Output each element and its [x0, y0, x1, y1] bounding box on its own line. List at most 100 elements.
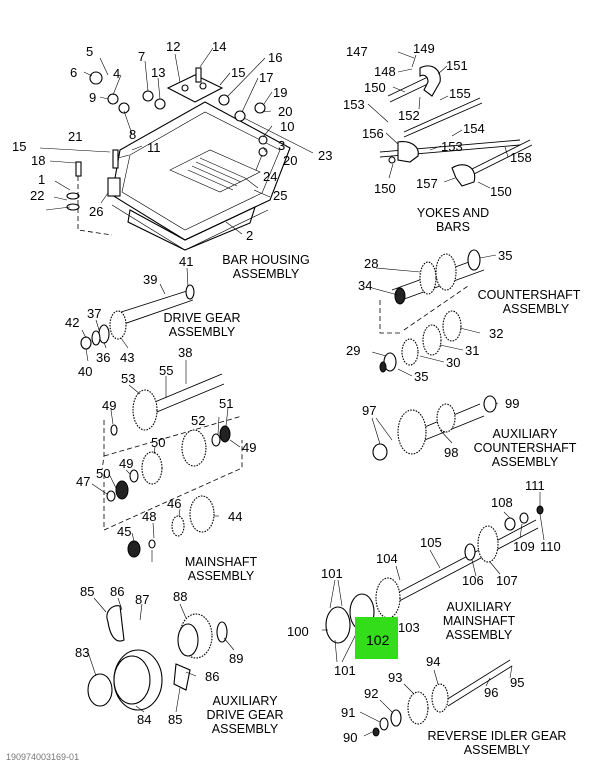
part-label: 37: [87, 306, 101, 321]
part-label: 29: [346, 343, 360, 358]
mainshaft-drawing: [91, 360, 243, 562]
part-label: 154: [463, 121, 485, 136]
part-label: 15: [231, 65, 245, 80]
drive-gear-drawing: [80, 267, 195, 362]
part-label: 21: [68, 129, 82, 144]
part-label: 111: [525, 478, 545, 493]
part-label: 10: [280, 119, 294, 134]
assembly-title-yokes: BARS: [436, 220, 470, 234]
part-label: 17: [259, 70, 273, 85]
part-label: 47: [76, 474, 90, 489]
assembly-title-drive-gear: ASSEMBLY: [169, 325, 236, 339]
part-label: 35: [414, 369, 428, 384]
part-number-labels: 5 6 4 7 13 12 14 15 16 17 9 19 20 10 8 3…: [12, 39, 561, 745]
part-label: 101: [334, 663, 356, 678]
part-label: 11: [147, 140, 161, 155]
part-label: 24: [263, 169, 277, 184]
part-label: 91: [341, 705, 355, 720]
assembly-title-aux-countershaft: COUNTERSHAFT: [474, 441, 577, 455]
part-label: 49: [102, 398, 116, 413]
part-label: 23: [318, 148, 332, 163]
part-label: 104: [376, 551, 398, 566]
part-label: 108: [491, 495, 513, 510]
part-label: 16: [268, 50, 282, 65]
assembly-title-aux-mainshaft: AUXILIARY: [446, 600, 512, 614]
part-label: 51: [219, 396, 233, 411]
part-label: 13: [151, 65, 165, 80]
part-label: 153: [343, 97, 365, 112]
part-label: 100: [287, 624, 309, 639]
highlighted-part-label: 102: [366, 632, 390, 648]
part-label: 89: [229, 651, 243, 666]
part-label: 40: [78, 364, 92, 379]
assembly-title-aux-drive-gear: AUXILIARY: [212, 694, 278, 708]
assembly-title-drive-gear: DRIVE GEAR: [163, 311, 240, 325]
part-label: 38: [178, 345, 192, 360]
part-label: 18: [31, 153, 45, 168]
part-label: 20: [278, 104, 292, 119]
part-label: 110: [540, 539, 561, 554]
part-label: 39: [143, 272, 157, 287]
part-label: 48: [142, 509, 156, 524]
assembly-title-aux-drive-gear: DRIVE GEAR: [206, 708, 283, 722]
part-label: 44: [228, 509, 242, 524]
assembly-title-bar-housing: ASSEMBLY: [233, 267, 300, 281]
part-label: 153: [441, 139, 463, 154]
part-label: 30: [446, 355, 460, 370]
part-label: 149: [413, 41, 435, 56]
assembly-title-countershaft: COUNTERSHAFT: [478, 288, 581, 302]
part-label: 148: [374, 64, 396, 79]
part-label: 49: [119, 456, 133, 471]
assembly-title-reverse-idler: REVERSE IDLER GEAR: [428, 729, 567, 743]
part-label: 157: [416, 176, 438, 191]
part-label: 15: [12, 139, 26, 154]
part-label: 94: [426, 654, 440, 669]
countershaft-drawing: [371, 249, 497, 377]
part-label: 20: [283, 153, 297, 168]
part-label: 109: [513, 539, 535, 554]
assembly-title-bar-housing: BAR HOUSING: [222, 253, 310, 267]
part-label: 52: [191, 413, 205, 428]
part-label: 3: [278, 138, 285, 153]
part-label: 88: [173, 589, 187, 604]
assembly-titles: BAR HOUSING ASSEMBLY YOKES AND BARS DRIV…: [163, 206, 580, 757]
part-label: 7: [138, 49, 145, 64]
footer-id: 190974003169-01: [6, 752, 79, 761]
part-label: 86: [110, 584, 124, 599]
part-label: 46: [167, 496, 181, 511]
part-label: 9: [89, 90, 96, 105]
part-label: 25: [273, 188, 287, 203]
part-label: 50: [96, 466, 110, 481]
part-label: 1: [38, 172, 45, 187]
part-label: 8: [129, 127, 136, 142]
part-label: 92: [364, 686, 378, 701]
part-label: 150: [364, 80, 386, 95]
part-label: 34: [358, 278, 372, 293]
part-label: 147: [346, 44, 368, 59]
part-label: 32: [489, 326, 503, 341]
part-label: 87: [135, 592, 149, 607]
part-label: 99: [505, 396, 519, 411]
part-label: 90: [343, 730, 357, 745]
part-label: 28: [364, 256, 378, 271]
part-label: 155: [449, 86, 471, 101]
part-label: 42: [65, 315, 79, 330]
assembly-title-reverse-idler: ASSEMBLY: [464, 743, 531, 757]
part-label: 5: [86, 44, 93, 59]
part-label: 101: [321, 566, 343, 581]
assembly-title-aux-drive-gear: ASSEMBLY: [212, 722, 279, 736]
part-label: 105: [420, 535, 442, 550]
part-label: 50: [151, 435, 165, 450]
part-label: 156: [362, 126, 384, 141]
highlight-box-102: [355, 617, 398, 659]
part-label: 103: [398, 620, 420, 635]
bar-housing-drawing: [39, 47, 314, 251]
part-label: 35: [498, 248, 512, 263]
part-label: 26: [89, 204, 103, 219]
assembly-title-aux-countershaft: ASSEMBLY: [492, 455, 559, 469]
part-label: 14: [212, 39, 226, 54]
assembly-title-aux-countershaft: AUXILIARY: [492, 427, 558, 441]
part-label: 95: [510, 675, 524, 690]
part-label: 19: [273, 85, 287, 100]
